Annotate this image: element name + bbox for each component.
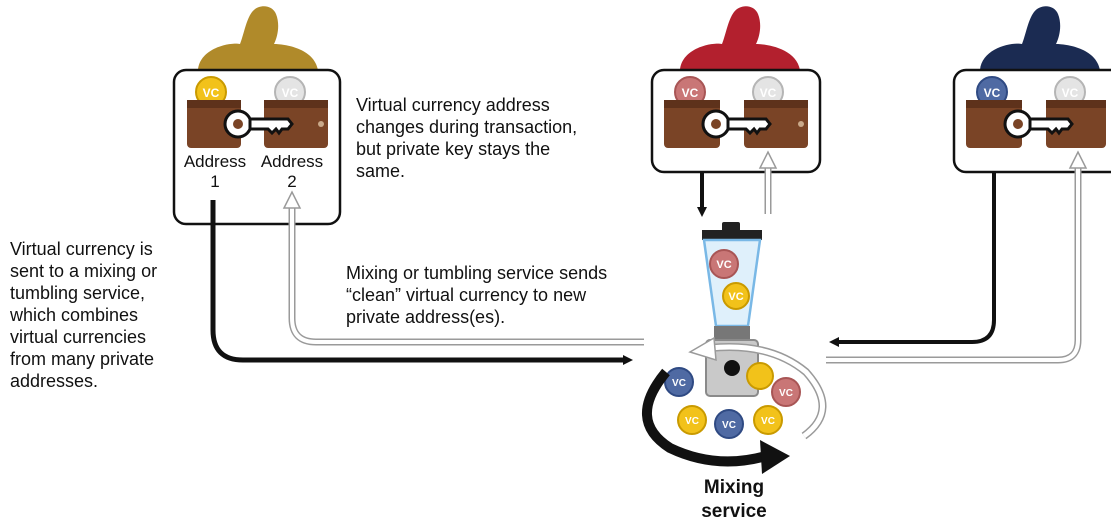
svg-text:VC: VC xyxy=(203,86,220,100)
svg-text:VC: VC xyxy=(984,86,1001,100)
key-icon xyxy=(701,109,772,139)
address-1-label: Address 1 xyxy=(183,152,247,191)
svg-text:VC: VC xyxy=(779,388,793,399)
wallet-icon: VC xyxy=(1046,76,1106,148)
svg-text:VC: VC xyxy=(685,416,699,427)
return-to-new-address-arrow xyxy=(282,190,644,346)
wallet-icon: VC xyxy=(187,76,241,148)
coin-pile: VC VC VC VC VC xyxy=(664,362,801,439)
svg-text:VC: VC xyxy=(716,259,731,271)
wallet-icon: VC xyxy=(664,76,720,148)
key-icon xyxy=(1003,109,1074,139)
person-gold-icon xyxy=(198,6,318,71)
mixing-output-note: Mixing or tumbling service sends “clean”… xyxy=(346,263,608,327)
svg-text:VC: VC xyxy=(760,86,777,100)
svg-text:VC: VC xyxy=(722,420,736,431)
mixing-service-label: Mixing service xyxy=(701,477,767,522)
wallet-icon: VC xyxy=(744,76,808,148)
wallet-icon: VC xyxy=(264,76,328,148)
svg-text:VC: VC xyxy=(728,291,743,303)
mixing-input-note: Virtual currency is sent to a mixing or … xyxy=(10,239,158,391)
send-to-mixer-arrow xyxy=(210,200,633,365)
wallet-icon: VC xyxy=(966,76,1022,148)
svg-text:VC: VC xyxy=(761,416,775,427)
send-to-mixer-arrow xyxy=(829,172,996,347)
return-to-new-address-arrow xyxy=(826,150,1088,364)
svg-text:VC: VC xyxy=(682,86,699,100)
mixing-cycle-arrow xyxy=(641,336,827,474)
svg-text:VC: VC xyxy=(672,378,686,389)
blender-icon: VC VC xyxy=(702,222,762,397)
key-icon xyxy=(223,109,294,139)
svg-text:VC: VC xyxy=(282,86,299,100)
address-change-note: Virtual currency address changes during … xyxy=(356,95,578,181)
person-blue-icon xyxy=(980,6,1100,71)
svg-text:VC: VC xyxy=(1062,86,1079,100)
return-to-new-address-arrow xyxy=(758,150,778,214)
address-2-label: Address 2 xyxy=(260,152,324,191)
person-red-icon xyxy=(680,6,800,71)
